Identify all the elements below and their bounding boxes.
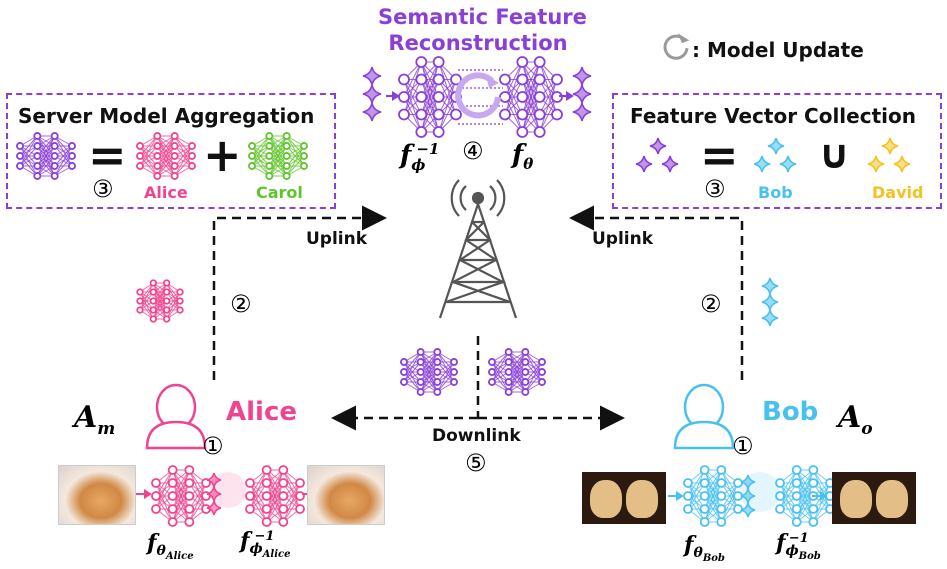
bob-out-arrow-head <box>820 491 828 501</box>
bob-uplink-star-c <box>761 309 779 327</box>
alice-encoder-label: fθAlice <box>147 530 194 563</box>
top-output-star-0 <box>572 66 592 86</box>
alice-update-glow <box>210 472 246 508</box>
feature-david-label: David <box>872 183 924 202</box>
legend-refresh-icon-tip <box>677 33 690 44</box>
step-4: ④ <box>462 137 484 165</box>
feature-david-star-a <box>881 137 899 155</box>
bob-decoder-net <box>775 465 835 527</box>
feature-collected-star-b <box>635 155 653 173</box>
alice-person-icon <box>145 383 207 450</box>
server-alice-label: Alice <box>144 183 188 202</box>
top-out-arrow-head <box>566 91 574 101</box>
feature-collected-star-c <box>661 155 679 173</box>
top-encoder-net <box>499 56 563 138</box>
alice-step-1: ① <box>202 432 224 460</box>
bob-name: Bob <box>762 397 819 427</box>
top-update-icon <box>455 72 501 119</box>
top-input-star-0 <box>362 66 382 86</box>
uplink-right-label: Uplink <box>592 229 654 249</box>
bob-decoder-label: fϕBob−1 <box>776 530 821 563</box>
top-input-star-1 <box>362 84 382 104</box>
bob-uplink-star-a <box>761 277 779 295</box>
bob-output-dog-image <box>832 472 916 524</box>
server-plus-sign: + <box>203 128 242 182</box>
server-carol-label: Carol <box>256 183 303 202</box>
bob-encoder-label: fθBob <box>684 532 725 565</box>
bob-step-1: ① <box>732 432 754 460</box>
alice-output-cat-image <box>307 465 385 525</box>
alice-input-cat-image <box>58 465 136 525</box>
f-phi-inverse-label: fϕ−1 <box>400 140 440 174</box>
step-2-left: ② <box>230 290 252 318</box>
bob-update-glow <box>740 472 780 512</box>
semantic-feature-title-1: Semantic Feature <box>378 5 587 29</box>
bob-in-arrow-head <box>676 491 684 501</box>
alice-latent-star-2 <box>206 500 222 516</box>
uplink-right-line <box>569 205 744 380</box>
downlink-label: Downlink <box>432 426 521 446</box>
feature-equals-sign: = <box>700 128 739 182</box>
downlink-net-b <box>488 348 546 396</box>
server-aggregated-net <box>16 132 76 180</box>
legend-refresh-icon <box>663 34 689 60</box>
bob-uplink-star-b <box>761 293 779 311</box>
feature-collected-star-a <box>649 137 667 155</box>
server-carol-net <box>248 132 308 180</box>
server-equals-sign: = <box>88 128 127 182</box>
top-output-star-1 <box>572 84 592 104</box>
feature-david-star-c <box>893 155 911 173</box>
feature-bob-star-a <box>767 137 785 155</box>
alice-encoder-net <box>151 465 211 527</box>
server-aggregation-box <box>6 93 336 209</box>
alice-decoder-label: fϕAlice−1 <box>240 528 291 561</box>
semantic-feature-title-2: Reconstruction <box>388 31 568 55</box>
feature-bob-star-b <box>753 155 771 173</box>
feature-david-star-b <box>867 155 885 173</box>
feature-step-3: ③ <box>704 175 726 203</box>
alice-uplink-net <box>136 279 184 323</box>
uplink-left-line <box>212 205 387 380</box>
top-output-star-2 <box>572 102 592 122</box>
bob-input-dog-image <box>582 472 666 524</box>
bob-latent-star-2 <box>740 502 756 518</box>
alice-in-arrow-head <box>144 489 152 499</box>
feature-collection-box <box>612 93 942 209</box>
f-theta-label: fθ <box>512 140 534 174</box>
feature-bob-label: Bob <box>758 183 793 202</box>
downlink-net-a <box>400 348 458 396</box>
bob-encoder-net <box>683 465 743 527</box>
agent-bob-symbol: Ao <box>838 400 873 439</box>
server-aggregation-title: Server Model Aggregation <box>18 104 315 128</box>
feature-bob-star-c <box>779 155 797 173</box>
agent-alice-symbol: Am <box>74 400 116 439</box>
alice-decoder-net <box>245 465 305 527</box>
feature-union-sign: ∪ <box>818 132 851 178</box>
step-2-right: ② <box>700 290 722 318</box>
top-update-icon-tip <box>486 75 499 88</box>
top-in-arrow-head <box>392 91 400 101</box>
server-step-3: ③ <box>92 175 114 203</box>
antenna-tower-icon <box>438 179 518 319</box>
bob-person-icon <box>673 383 735 450</box>
top-input-star-2 <box>362 102 382 122</box>
top-decoder-net <box>398 56 462 138</box>
uplink-left-label: Uplink <box>306 229 368 249</box>
step-5: ⑤ <box>465 449 487 477</box>
model-update-legend: : Model Update <box>692 38 864 62</box>
feature-collection-title: Feature Vector Collection <box>630 104 916 128</box>
alice-name: Alice <box>226 397 297 427</box>
server-alice-net <box>136 132 196 180</box>
